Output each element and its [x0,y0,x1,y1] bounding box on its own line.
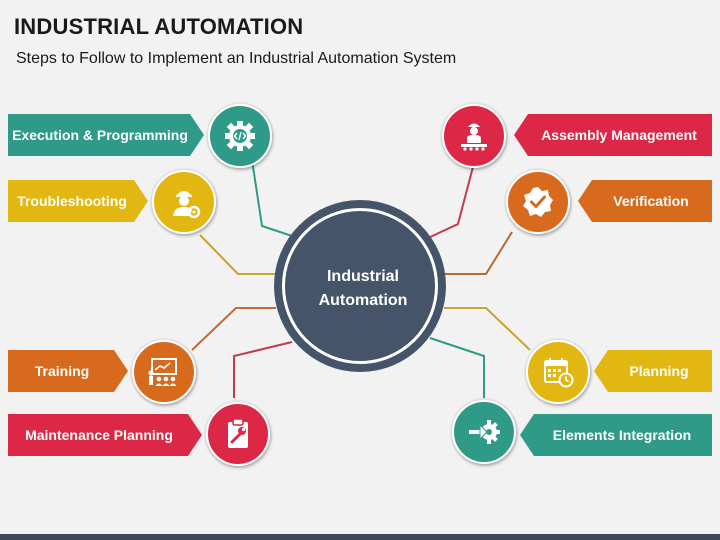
step-maintenance-planning-label: Maintenance Planning [25,427,173,443]
step-planning: Planning [594,350,712,392]
connector-elements [429,337,485,398]
step-elements-integration-label: Elements Integration [552,427,692,443]
connector-planning [444,307,531,351]
step-verification: Verification [578,180,712,222]
code-gear-icon [208,104,272,168]
wrench-clipboard-icon [206,402,270,466]
hub-ring: Industrial Automation [282,208,438,364]
central-hub: Industrial Automation [274,200,446,372]
connector-training [191,307,276,351]
step-verification-label: Verification [613,193,689,209]
step-assembly-management-label: Assembly Management [541,127,697,143]
arrow-gear-icon [452,400,516,464]
step-execution-programming-label: Execution & Programming [12,127,188,143]
step-maintenance-planning: Maintenance Planning [8,414,202,456]
checkmark-badge-icon [506,170,570,234]
step-troubleshooting: Troubleshooting [8,180,148,222]
engineer-gear-icon [152,170,216,234]
connector-execution [251,159,293,237]
connector-verification [444,231,513,275]
step-planning-label: Planning [629,363,689,379]
step-elements-integration: Elements Integration [520,414,712,456]
connector-assembly [427,162,475,239]
step-assembly-management: Assembly Management [514,114,712,156]
calendar-clock-icon [526,340,590,404]
step-training-label: Training [34,363,90,379]
page-title: INDUSTRIAL AUTOMATION [14,14,304,39]
step-execution-programming: Execution & Programming [8,114,204,156]
connector-troubleshooting [199,234,276,275]
page-subtitle: Steps to Follow to Implement an Industri… [16,50,457,67]
presentation-board-icon [132,340,196,404]
bottom-bar [0,534,720,540]
hub-label: Industrial Automation [318,268,408,309]
connector-maintenance [233,341,293,398]
worker-conveyor-icon [442,104,506,168]
step-training: Training [8,350,128,392]
step-troubleshooting-label: Troubleshooting [17,193,127,209]
